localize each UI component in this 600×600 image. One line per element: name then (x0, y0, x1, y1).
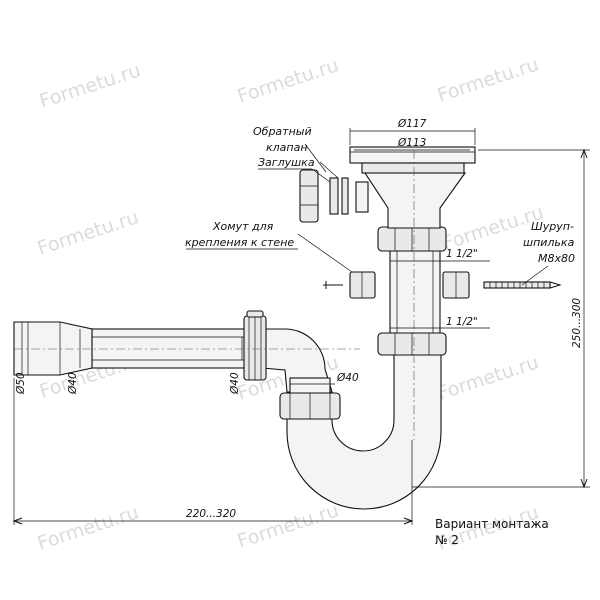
dim-d117: Ø117 (397, 118, 427, 130)
mounting-note: Вариант монтажа № 2 (435, 517, 549, 547)
check-valve-part (299, 169, 319, 223)
dim-d40-branch: Ø40 (336, 372, 359, 384)
leader-lines (186, 143, 549, 286)
outlet-union-nut (243, 310, 267, 381)
upper-union-nut (377, 226, 447, 252)
label-screw-line3: М8х80 (538, 252, 575, 265)
label-check-valve-line1: Обратный (253, 125, 312, 138)
watermark: Formetu.ru (35, 501, 142, 554)
sink-funnel (363, 172, 467, 229)
watermark: Formetu.ru (37, 59, 144, 112)
dim-length: 220...320 (186, 508, 236, 520)
callout-labels: Обратный клапан Заглушка Хомут для крепл… (185, 125, 575, 265)
label-plug: Заглушка (258, 156, 315, 169)
dim-thread-lower: 1 1/2" (446, 316, 478, 328)
dimension-labels: Ø117 Ø113 1 1/2" 1 1/2" Ø40 250...300 22… (15, 118, 583, 520)
dimension-lines (12, 128, 590, 525)
screw-stud (483, 281, 562, 289)
label-screw-line1: Шуруп- (531, 220, 574, 233)
dim-height: 250...300 (571, 298, 583, 348)
strainer-flange (349, 146, 476, 164)
watermark: Formetu.ru (35, 206, 142, 259)
note-line2: № 2 (435, 533, 459, 547)
dim-d40-nut: Ø40 (229, 372, 241, 395)
dim-thread-upper: 1 1/2" (446, 248, 478, 260)
dim-d50: Ø50 (15, 372, 27, 395)
label-clamp-line2: крепления к стене (185, 236, 294, 249)
wall-clamp-left (323, 271, 376, 299)
overflow-stub (355, 181, 369, 213)
watermark: Formetu.ru (235, 54, 342, 107)
label-check-valve-line2: клапан (266, 141, 308, 154)
label-screw-line2: шпилька (523, 236, 575, 249)
wall-clamp-right (442, 271, 470, 299)
riser-pipe (389, 237, 441, 349)
outlet-pipe (91, 328, 263, 369)
dim-d40-outlet: Ø40 (67, 372, 79, 395)
watermark: Formetu.ru (435, 53, 542, 106)
watermark: Formetu.ru (235, 499, 342, 552)
dim-d113: Ø113 (397, 137, 426, 149)
strainer-ring (361, 162, 465, 174)
ubend-union-nut (279, 392, 341, 420)
lower-union-nut (377, 332, 447, 356)
siphon-assembly (13, 146, 476, 510)
center-lines (14, 150, 415, 440)
label-clamp-line1: Хомут для (212, 220, 274, 233)
plug-part (329, 177, 349, 215)
u-bend-pipe (286, 349, 442, 510)
note-line1: Вариант монтажа (435, 517, 549, 531)
watermark: Formetu.ru (435, 351, 542, 404)
